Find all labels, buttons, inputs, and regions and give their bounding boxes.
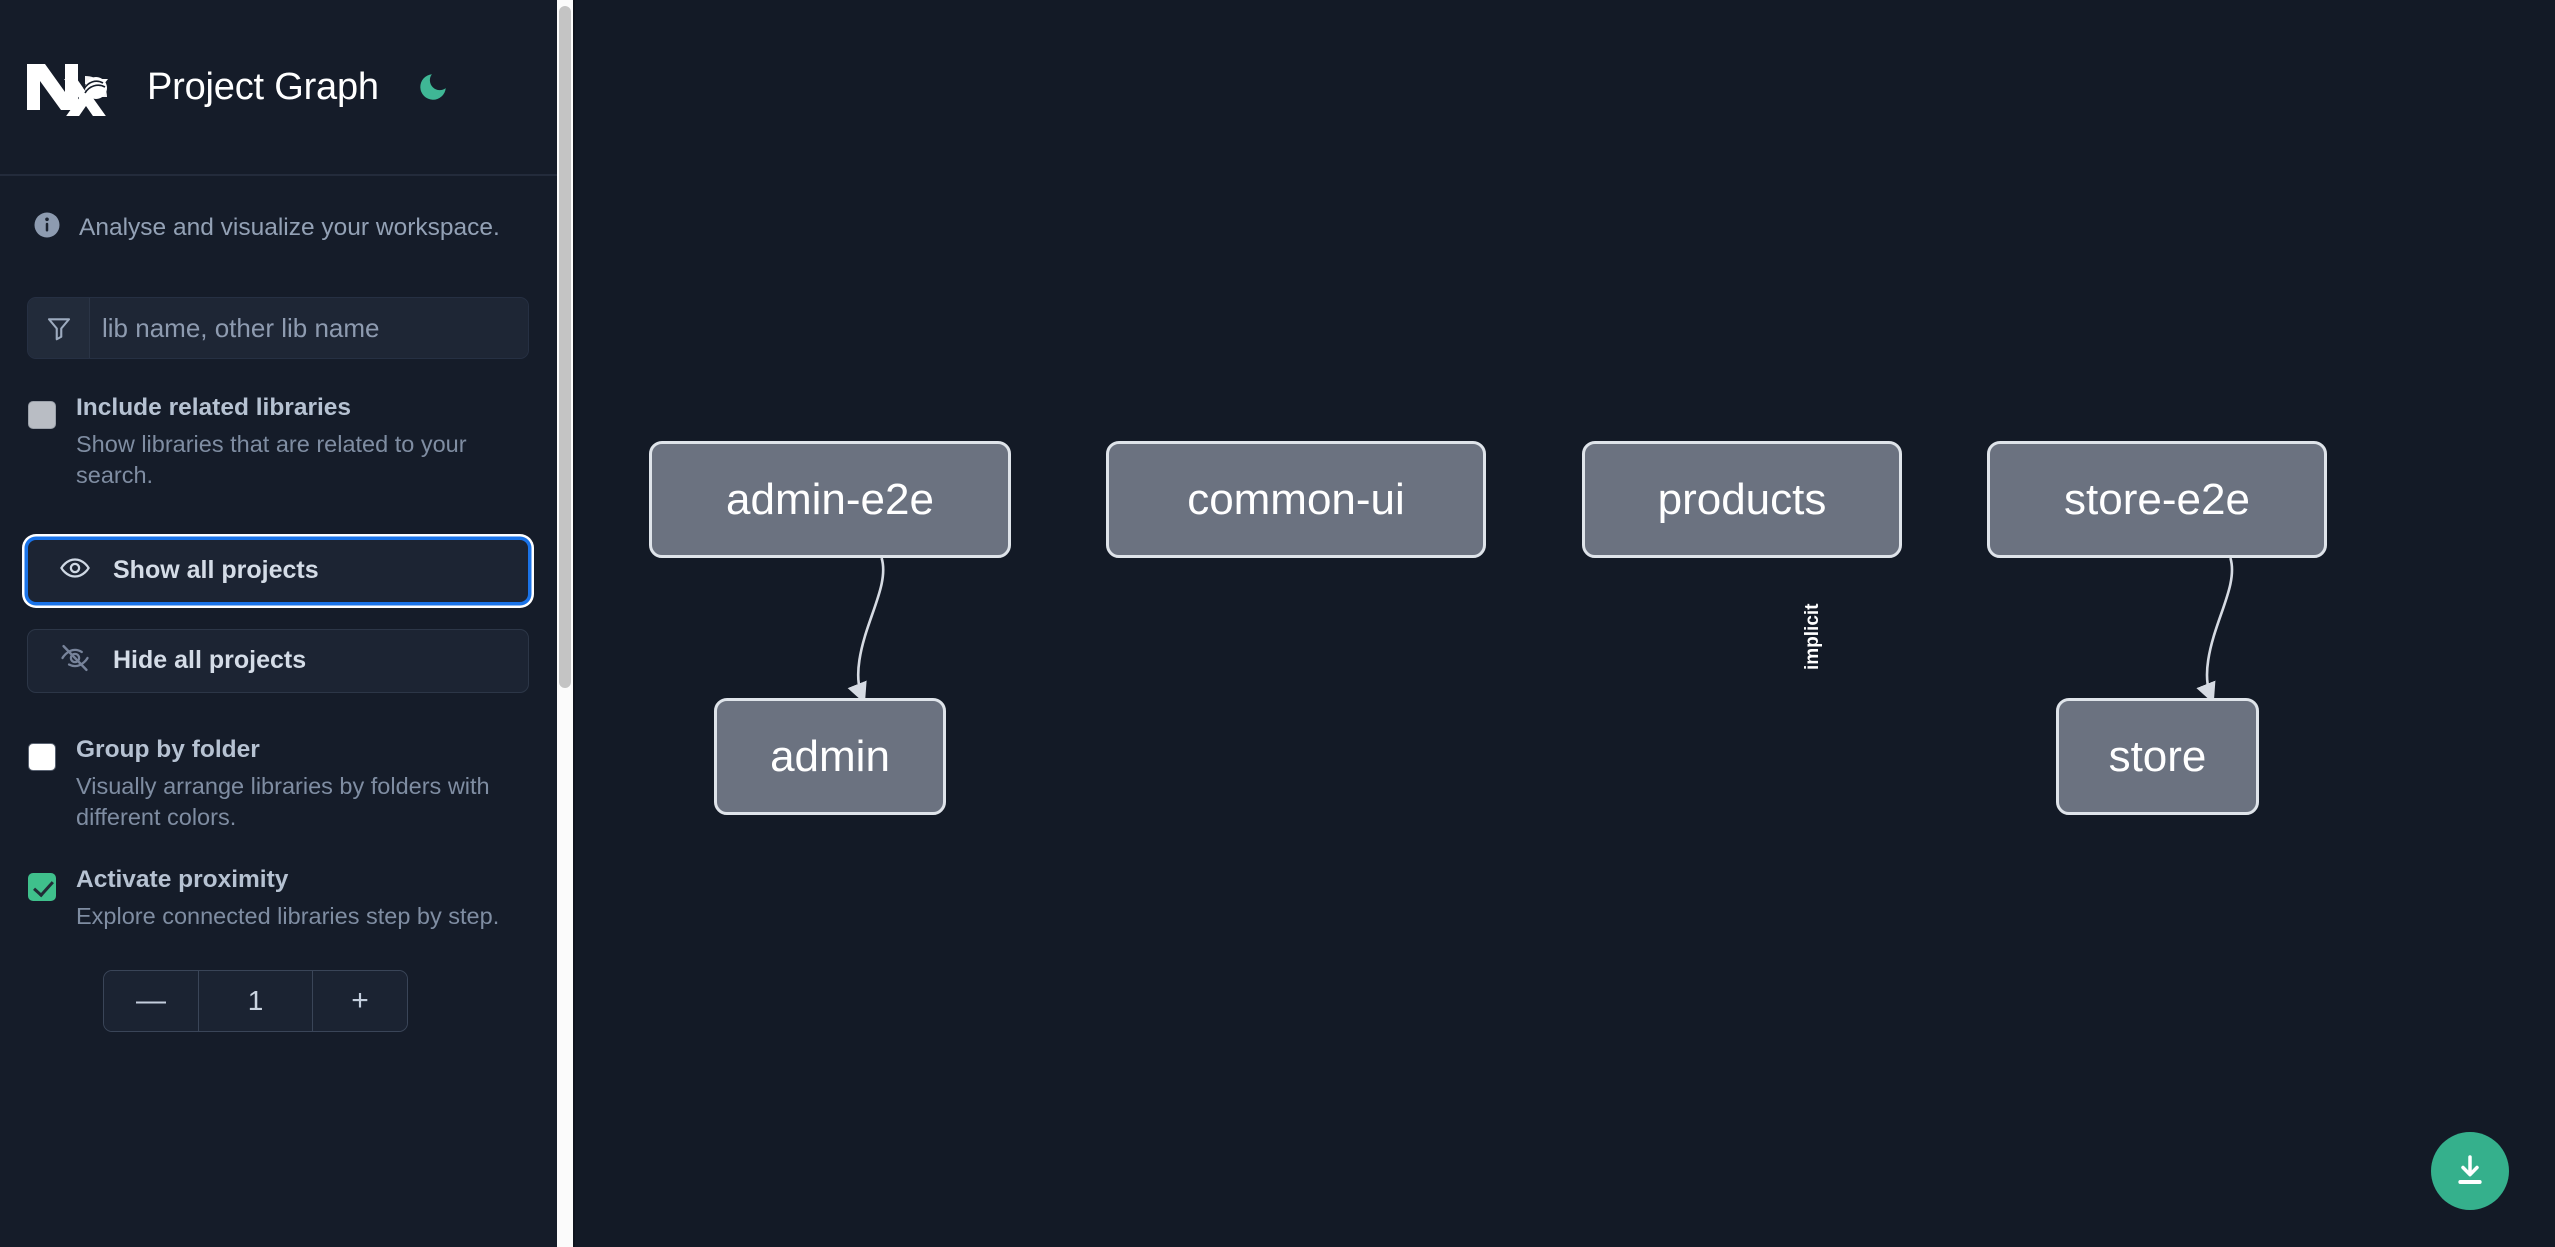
moon-icon[interactable] <box>411 65 455 109</box>
graph-node-common-ui[interactable]: common-ui <box>1106 441 1486 558</box>
panel-divider <box>573 0 575 1247</box>
nx-logo-icon <box>27 58 119 119</box>
activate-proximity-label: Activate proximity <box>76 865 289 893</box>
visibility-buttons: Show all projects Hide all projects <box>0 491 557 693</box>
activate-proximity-row: Activate proximity Explore connected lib… <box>0 833 557 932</box>
download-icon <box>2458 1155 2482 1185</box>
activate-proximity-description: Explore connected libraries step by step… <box>76 902 500 929</box>
show-all-projects-button[interactable]: Show all projects <box>27 538 529 603</box>
info-icon <box>32 210 62 245</box>
activate-proximity-checkbox[interactable] <box>28 872 56 901</box>
graph-node-admin-e2e[interactable]: admin-e2e <box>649 441 1011 558</box>
tagline-text: Analyse and visualize your workspace. <box>79 213 500 241</box>
group-by-folder-checkbox[interactable] <box>28 742 56 771</box>
group-by-folder-description: Visually arrange libraries by folders wi… <box>76 772 490 830</box>
sidebar: Project Graph Analyse and visualize your… <box>0 0 557 1247</box>
sidebar-scrollbar[interactable] <box>557 0 573 1247</box>
edge-admin-e2e-to-admin <box>847 557 885 704</box>
graph-node-admin[interactable]: admin <box>714 698 946 815</box>
group-by-folder-label: Group by folder <box>76 735 260 763</box>
proximity-stepper: — 1 + <box>103 969 408 1032</box>
show-all-projects-label: Show all projects <box>113 556 319 585</box>
proximity-increment-button[interactable]: + <box>312 970 407 1031</box>
page-title: Project Graph <box>147 65 379 108</box>
search-input[interactable] <box>90 298 528 358</box>
filter-row <box>0 245 557 359</box>
graph-node-store-e2e[interactable]: store-e2e <box>1987 441 2327 558</box>
filter-box[interactable] <box>27 297 529 359</box>
graph-canvas[interactable]: implicitimplicit admin-e2ecommon-uiprodu… <box>557 0 2555 1247</box>
proximity-decrement-button[interactable]: — <box>104 970 199 1031</box>
hide-all-projects-button[interactable]: Hide all projects <box>27 628 529 693</box>
sidebar-scrollbar-thumb[interactable] <box>559 6 571 688</box>
tagline: Analyse and visualize your workspace. <box>0 176 557 245</box>
include-related-libraries-checkbox[interactable] <box>28 401 56 429</box>
eye-off-icon <box>59 642 91 679</box>
include-related-libraries-row: Include related libraries Show libraries… <box>0 359 557 491</box>
hide-all-projects-label: Hide all projects <box>113 646 307 675</box>
edge-store-e2e-to-store <box>2196 557 2234 704</box>
download-graph-button[interactable] <box>2431 1132 2509 1210</box>
proximity-value: 1 <box>199 970 312 1031</box>
group-by-folder-row: Group by folder Visually arrange librari… <box>0 693 557 833</box>
filter-funnel-icon[interactable] <box>28 298 90 358</box>
graph-edges <box>847 557 2234 704</box>
graph-node-products[interactable]: products <box>1582 441 1902 558</box>
graph-node-store[interactable]: store <box>2056 698 2259 815</box>
include-related-libraries-description: Show libraries that are related to your … <box>76 430 467 488</box>
include-related-libraries-label: Include related libraries <box>76 394 352 421</box>
edge-label-store-e2e-store: implicit <box>1802 603 1823 670</box>
sidebar-header: Project Graph <box>0 0 557 176</box>
eye-icon <box>59 552 91 589</box>
